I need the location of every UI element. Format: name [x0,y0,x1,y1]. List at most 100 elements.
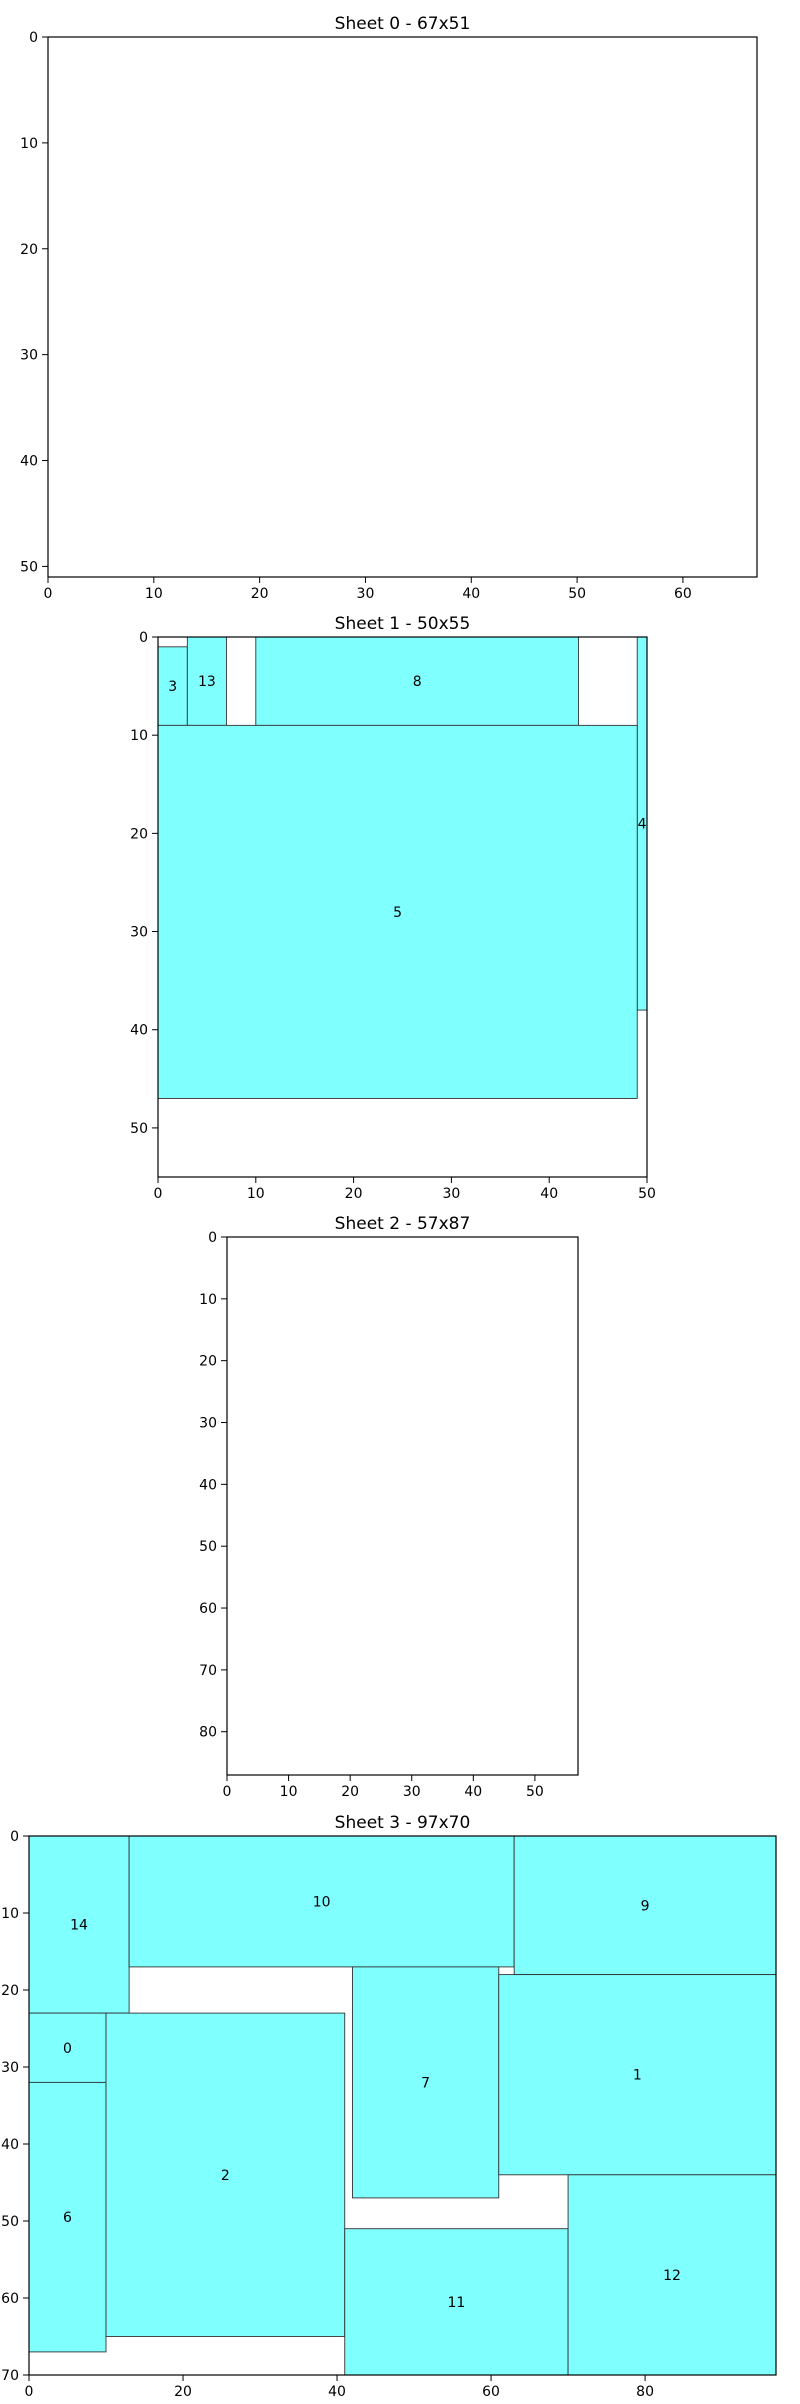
piece-label: 1 [633,2068,642,2084]
y-tick-label: 10 [199,1292,217,1308]
x-tick-label: 30 [403,1784,421,1800]
axes-background [227,1237,578,1775]
x-tick-label: 50 [526,1784,544,1800]
piece-label: 4 [638,817,647,833]
x-tick-label: 0 [223,1784,232,1800]
y-tick-label: 50 [130,1121,148,1137]
x-tick-label: 20 [251,586,269,602]
piece-14: 14 [28,1835,130,2014]
x-tick-label: 20 [345,1186,363,1202]
y-tick-label: 60 [199,1601,217,1617]
y-tick-label: 0 [10,1829,19,1845]
x-tick-label: 60 [482,2384,500,2400]
y-tick-label: 30 [20,348,38,364]
piece-rect [344,2228,569,2376]
piece-label: 10 [313,1894,331,1910]
y-tick-label: 50 [199,1539,217,1555]
y-tick-label: 20 [199,1354,217,1370]
y-tick-label: 30 [1,2060,19,2076]
piece-label: 8 [413,674,422,690]
piece-label: 6 [63,2210,72,2226]
piece-rect [157,724,638,1099]
piece-label: 14 [70,1918,88,1934]
y-tick-label: 20 [130,826,148,842]
piece-4: 4 [636,636,648,1011]
y-tick-label: 40 [130,1023,148,1039]
piece-rect [186,636,227,726]
y-tick-label: 80 [199,1725,217,1741]
piece-rect [105,2012,346,2337]
y-tick-label: 50 [1,2214,19,2230]
piece-label: 0 [63,2041,72,2057]
subplot-title: Sheet 3 - 97x70 [335,1813,471,1833]
piece-label: 3 [168,679,177,695]
piece-10: 10 [128,1835,515,1968]
piece-12: 12 [567,2174,777,2376]
piece-11: 11 [344,2228,569,2376]
piece-2: 2 [105,2012,346,2337]
piece-label: 2 [221,2168,230,2184]
subplot-title: Sheet 0 - 67x51 [335,14,471,34]
axes-spine [226,1236,579,1776]
piece-rect [513,1835,777,1976]
x-tick-label: 50 [638,1186,656,1202]
y-tick-label: 40 [199,1477,217,1493]
x-tick-label: 80 [636,2384,654,2400]
x-tick-label: 40 [540,1186,558,1202]
piece-13: 13 [186,636,227,726]
y-tick-label: 10 [130,728,148,744]
piece-label: 7 [421,2075,430,2091]
x-tick-label: 30 [357,586,375,602]
piece-label: 9 [641,1898,650,1914]
x-tick-label: 20 [174,2384,192,2400]
piece-rect [128,1835,515,1968]
piece-rect [351,1966,500,2199]
piece-5: 5 [157,724,638,1099]
y-tick-label: 60 [1,2291,19,2307]
axes-background [48,37,757,577]
piece-label: 11 [447,2295,465,2311]
y-tick-label: 0 [139,630,148,646]
subplot-title: Sheet 2 - 57x87 [335,1214,471,1234]
x-tick-label: 50 [568,586,586,602]
x-tick-label: 10 [247,1186,265,1202]
piece-rect [28,2012,107,2083]
y-tick-label: 10 [20,136,38,152]
y-tick-label: 30 [130,925,148,941]
y-tick-label: 20 [20,242,38,258]
x-tick-label: 10 [280,1784,298,1800]
x-tick-label: 40 [328,2384,346,2400]
x-tick-label: 0 [25,2384,34,2400]
x-tick-label: 0 [154,1186,163,1202]
x-tick-label: 40 [464,1784,482,1800]
y-tick-label: 10 [1,1906,19,1922]
y-tick-label: 0 [29,30,38,46]
y-tick-label: 50 [20,559,38,575]
x-tick-label: 40 [462,586,480,602]
piece-label: 5 [393,905,402,921]
piece-rect [28,2081,107,2353]
y-tick-label: 40 [1,2137,19,2153]
piece-rect [498,1974,777,2176]
piece-rect [567,2174,777,2376]
subplot-title: Sheet 1 - 50x55 [335,614,471,634]
piece-label: 13 [198,674,216,690]
x-tick-label: 0 [44,586,53,602]
y-tick-label: 70 [199,1663,217,1679]
axes-spine [28,1835,777,2376]
y-tick-label: 30 [199,1416,217,1432]
piece-1: 1 [498,1974,777,2176]
x-tick-label: 20 [341,1784,359,1800]
x-tick-label: 10 [145,586,163,602]
y-tick-label: 20 [1,1983,19,1999]
piece-6: 6 [28,2081,107,2353]
y-tick-label: 40 [20,454,38,470]
piece-7: 7 [351,1966,500,2199]
piece-9: 9 [513,1835,777,1976]
x-tick-label: 30 [442,1186,460,1202]
piece-3: 3 [157,646,188,726]
y-tick-label: 0 [208,1230,217,1246]
